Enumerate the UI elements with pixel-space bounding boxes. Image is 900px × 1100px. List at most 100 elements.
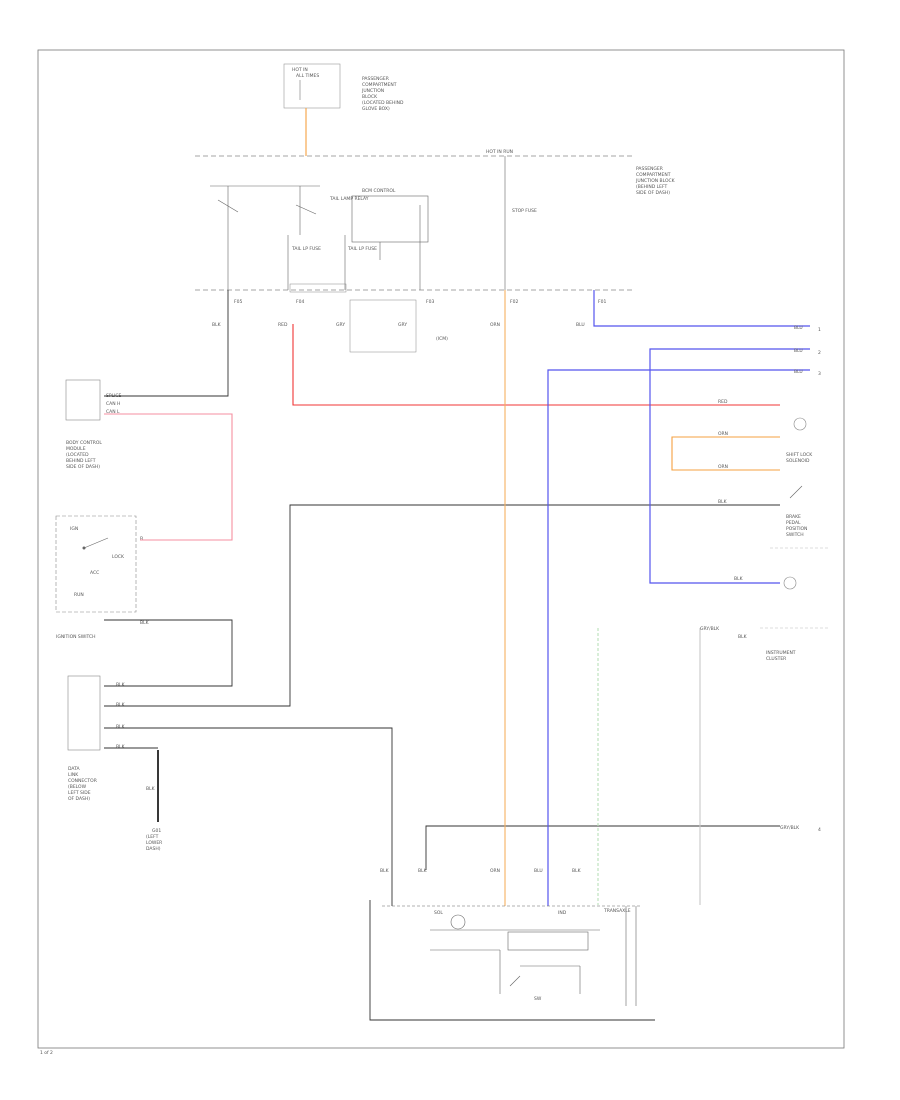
diagram-label: DASH): [146, 846, 161, 852]
diagram-label: ACC: [90, 570, 99, 576]
diagram-label: IND: [558, 910, 567, 916]
pcjb-internals: [210, 156, 506, 290]
diagram-label: COMPARTMENT: [636, 172, 671, 178]
ground-g01: BLK G01 (LEFT LOWER DASH): [146, 750, 162, 852]
diagram-label: BLU: [794, 369, 803, 375]
diagram-label: BODY CONTROL: [66, 440, 102, 446]
diagram-label: GRY/BLK: [700, 626, 720, 632]
diagram-label: BLK: [572, 868, 582, 874]
diagram-label: 1 of 2: [40, 1050, 53, 1056]
diagram-label: ORN: [718, 431, 728, 437]
data-link-connector: BLK BLK BLK BLK DATA LINK CONNECTOR (BEL…: [67, 675, 126, 802]
peach-wire: [671, 436, 780, 471]
diagram-label: CAN L: [106, 409, 120, 415]
diagram-label: TRANSAXLE: [603, 908, 631, 914]
diagram-label: ORN: [718, 464, 728, 470]
diagram-label: 3: [818, 371, 821, 377]
transaxle-module: [382, 905, 640, 1006]
diagram-label: 2: [818, 350, 821, 356]
diagram-label: F01: [598, 299, 606, 305]
diagram-label: BLU: [794, 325, 803, 331]
diagram-label: BLK: [116, 682, 126, 688]
diagram-label: PASSENGER: [362, 76, 389, 82]
diagram-label: (BELOW: [68, 784, 87, 790]
diagram-label: SOLENOID: [786, 458, 810, 464]
diagram-label: BLK: [418, 868, 428, 874]
shift-lock-solenoid: SHIFT LOCK SOLENOID: [786, 417, 813, 464]
diagram-label: BRAKE: [786, 514, 801, 520]
diagram-label: RED: [718, 399, 728, 405]
diagram-label: BLK: [718, 499, 728, 505]
diagram-label: PEDAL: [786, 520, 801, 526]
diagram-label: G01: [152, 828, 161, 834]
diagram-label: COMPARTMENT: [362, 82, 397, 88]
diagram-label: F02: [510, 299, 518, 305]
diagram-label: (LOCATED: [66, 452, 89, 458]
red-wire: [292, 324, 780, 406]
diagram-label: LOCK: [112, 554, 125, 560]
diagram-label: INSTRUMENT: [766, 650, 796, 656]
diagram-label: BLU: [576, 322, 585, 328]
diagram-label: BLK: [212, 322, 222, 328]
diagram-label: 4: [818, 827, 821, 833]
diagram-label: LINK: [68, 772, 79, 778]
diagram-label: DATA: [68, 766, 81, 772]
diagram-label: BEHIND LEFT: [66, 458, 96, 464]
diagram-label: BLOCK: [362, 94, 378, 100]
diagram-label: GRY/BLK: [780, 825, 800, 831]
diagram-label: CONNECTOR: [68, 778, 97, 784]
diagram-label: GLOVE BOX): [362, 106, 390, 112]
diagram-frame: [37, 49, 845, 1049]
diagram-label: BLK: [146, 786, 156, 792]
diagram-label: LOWER: [146, 840, 162, 846]
diagram-label: 1: [818, 327, 821, 333]
diagram-label: CAN H: [106, 401, 120, 407]
diagram-label: BLK: [734, 576, 744, 582]
diagram-label: BLK: [116, 724, 126, 730]
diagram-label: TAIL LP FUSE: [291, 246, 321, 252]
diagram-label: SHIFT LOCK: [786, 452, 813, 458]
brake-pedal-switch: BRAKE PEDAL POSITION SWITCH: [786, 485, 807, 538]
diagram-label: F04: [296, 299, 304, 305]
diagram-label: HOT IN: [292, 67, 308, 73]
ignition-switch: IGN LOCK ACC RUN B BLK IGNITION SWITCH: [55, 515, 150, 640]
diagram-label: B: [140, 536, 143, 542]
diagram-label: BLU: [794, 348, 803, 354]
indicator-lamp-icon: [783, 576, 797, 590]
diagram-label: HOT IN RUN: [486, 149, 513, 155]
diagram-label: ALL TIMES: [296, 73, 319, 79]
diagram-label: TAIL LP FUSE: [347, 246, 377, 252]
diagram-label: ORN: [490, 868, 500, 874]
diagram-label: GRY: [336, 322, 345, 328]
diagram-label: JUNCTION: [361, 88, 384, 94]
pink-wire: [104, 413, 233, 541]
diagram-label: TAIL LAMP RELAY: [329, 196, 369, 202]
diagram-label: POSITION: [786, 526, 807, 532]
diagram-label: JUNCTION BLOCK: [635, 178, 676, 184]
diagram-label: BLK: [140, 620, 150, 626]
diagram-label: CLUSTER: [766, 656, 786, 662]
blue-wires: [547, 290, 810, 906]
diagram-label: IGNITION SWITCH: [56, 634, 96, 640]
diagram-label: IGN: [70, 526, 78, 532]
diagram-label: SIDE OF DASH): [636, 190, 670, 196]
diagram-label: (ICM): [436, 336, 448, 342]
diagram-label: RED: [278, 322, 288, 328]
top-fuse-block: HOT IN ALL TIMES PASSENGER COMPARTMENT J…: [283, 63, 404, 112]
diagram-label: SWITCH: [786, 532, 804, 538]
diagram-label: BLK: [116, 702, 126, 708]
diagram-label: RUN: [74, 592, 84, 598]
diagram-label: SOL: [434, 910, 443, 916]
diagram-label: F03: [426, 299, 434, 305]
diagram-label: BLK: [380, 868, 390, 874]
diagram-label: F05: [234, 299, 242, 305]
diagram-label: BLK: [116, 744, 126, 750]
diagram-label: STOP FUSE: [512, 208, 537, 214]
diagram-label: PASSENGER: [636, 166, 663, 172]
instrument-cluster: GRY/BLK BLK INSTRUMENT CLUSTER: [700, 626, 830, 662]
body-control-module: SPLICE CAN H CAN L BODY CONTROL MODULE (…: [65, 379, 122, 470]
diagram-label: BLU: [534, 868, 543, 874]
diagram-label: SIDE OF DASH): [66, 464, 100, 470]
diagram-label: SW: [534, 996, 542, 1002]
diagram-label: BCM CONTROL: [362, 188, 396, 194]
